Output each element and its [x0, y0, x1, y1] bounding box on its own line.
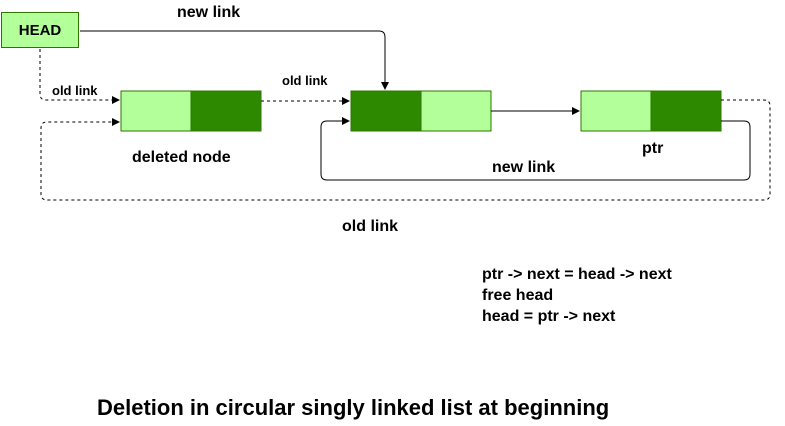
- old-link-bottom-label: old link: [342, 218, 398, 235]
- ptr-label: ptr: [642, 140, 664, 157]
- old-link-head-arrow: [39, 49, 120, 104]
- new-link-bottom-label: new link: [492, 159, 556, 176]
- diagram-title: Deletion in circular singly linked list …: [97, 395, 610, 420]
- head-label: HEAD: [18, 21, 62, 39]
- new-link-top-label: new link: [177, 4, 241, 21]
- old-link-ptr-to-deleted: [40, 99, 771, 201]
- second-node: [350, 90, 492, 132]
- code-block: ptr -> next = head -> next free head hea…: [482, 264, 672, 327]
- deleted-node-label: deleted node: [132, 149, 231, 166]
- code-line-3: head = ptr -> next: [482, 308, 616, 325]
- head-node: HEAD: [1, 12, 79, 48]
- new-link-ptr-to-second: [320, 117, 751, 181]
- new-link-head-arrow: [80, 30, 389, 90]
- code-line-1: ptr -> next = head -> next: [482, 266, 672, 283]
- deleted-node: [120, 90, 262, 132]
- old-link-mid-label: old link: [282, 73, 328, 88]
- ptr-node: [580, 90, 722, 132]
- old-link-head-label: old link: [52, 83, 98, 98]
- code-line-2: free head: [482, 287, 554, 304]
